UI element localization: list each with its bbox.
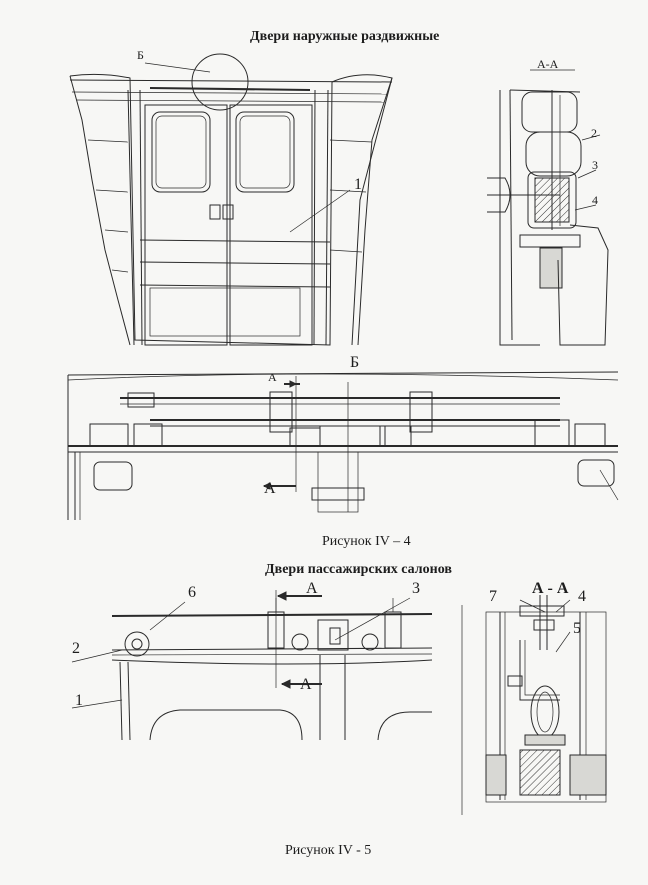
view-b-label: Б bbox=[350, 354, 360, 371]
arrow-a-fig5-bottom: А bbox=[300, 676, 312, 693]
arrow-a-top: А bbox=[268, 370, 277, 384]
callout-1-fig5: 1 bbox=[75, 692, 83, 709]
callout-2-section: 2 bbox=[591, 126, 597, 140]
figure5-caption: Рисунок IV - 5 bbox=[285, 843, 372, 858]
callout-1: 1 bbox=[354, 176, 362, 193]
callout-6: 6 bbox=[188, 584, 196, 601]
callout-3: 3 bbox=[412, 580, 420, 597]
arrow-a-fig5-top: А bbox=[306, 580, 318, 597]
section-aa-label: А-А bbox=[537, 57, 559, 71]
callout-7: 7 bbox=[489, 588, 497, 605]
arrow-a-bottom: А bbox=[264, 480, 276, 497]
callout-4-section: 4 bbox=[592, 193, 598, 207]
detail-b-marker: Б bbox=[137, 48, 144, 62]
callout-2: 2 bbox=[72, 640, 80, 657]
callout-5: 5 bbox=[573, 620, 581, 637]
callout-3-section: 3 bbox=[592, 158, 598, 172]
section-aa-label-fig5: А - А bbox=[532, 580, 569, 597]
figure4-caption: Рисунок IV – 4 bbox=[322, 534, 411, 549]
callout-4-fig5: 4 bbox=[578, 588, 586, 605]
figure5-title: Двери пассажирских салонов bbox=[265, 562, 452, 577]
figure4-title: Двери наружные раздвижные bbox=[250, 29, 440, 44]
